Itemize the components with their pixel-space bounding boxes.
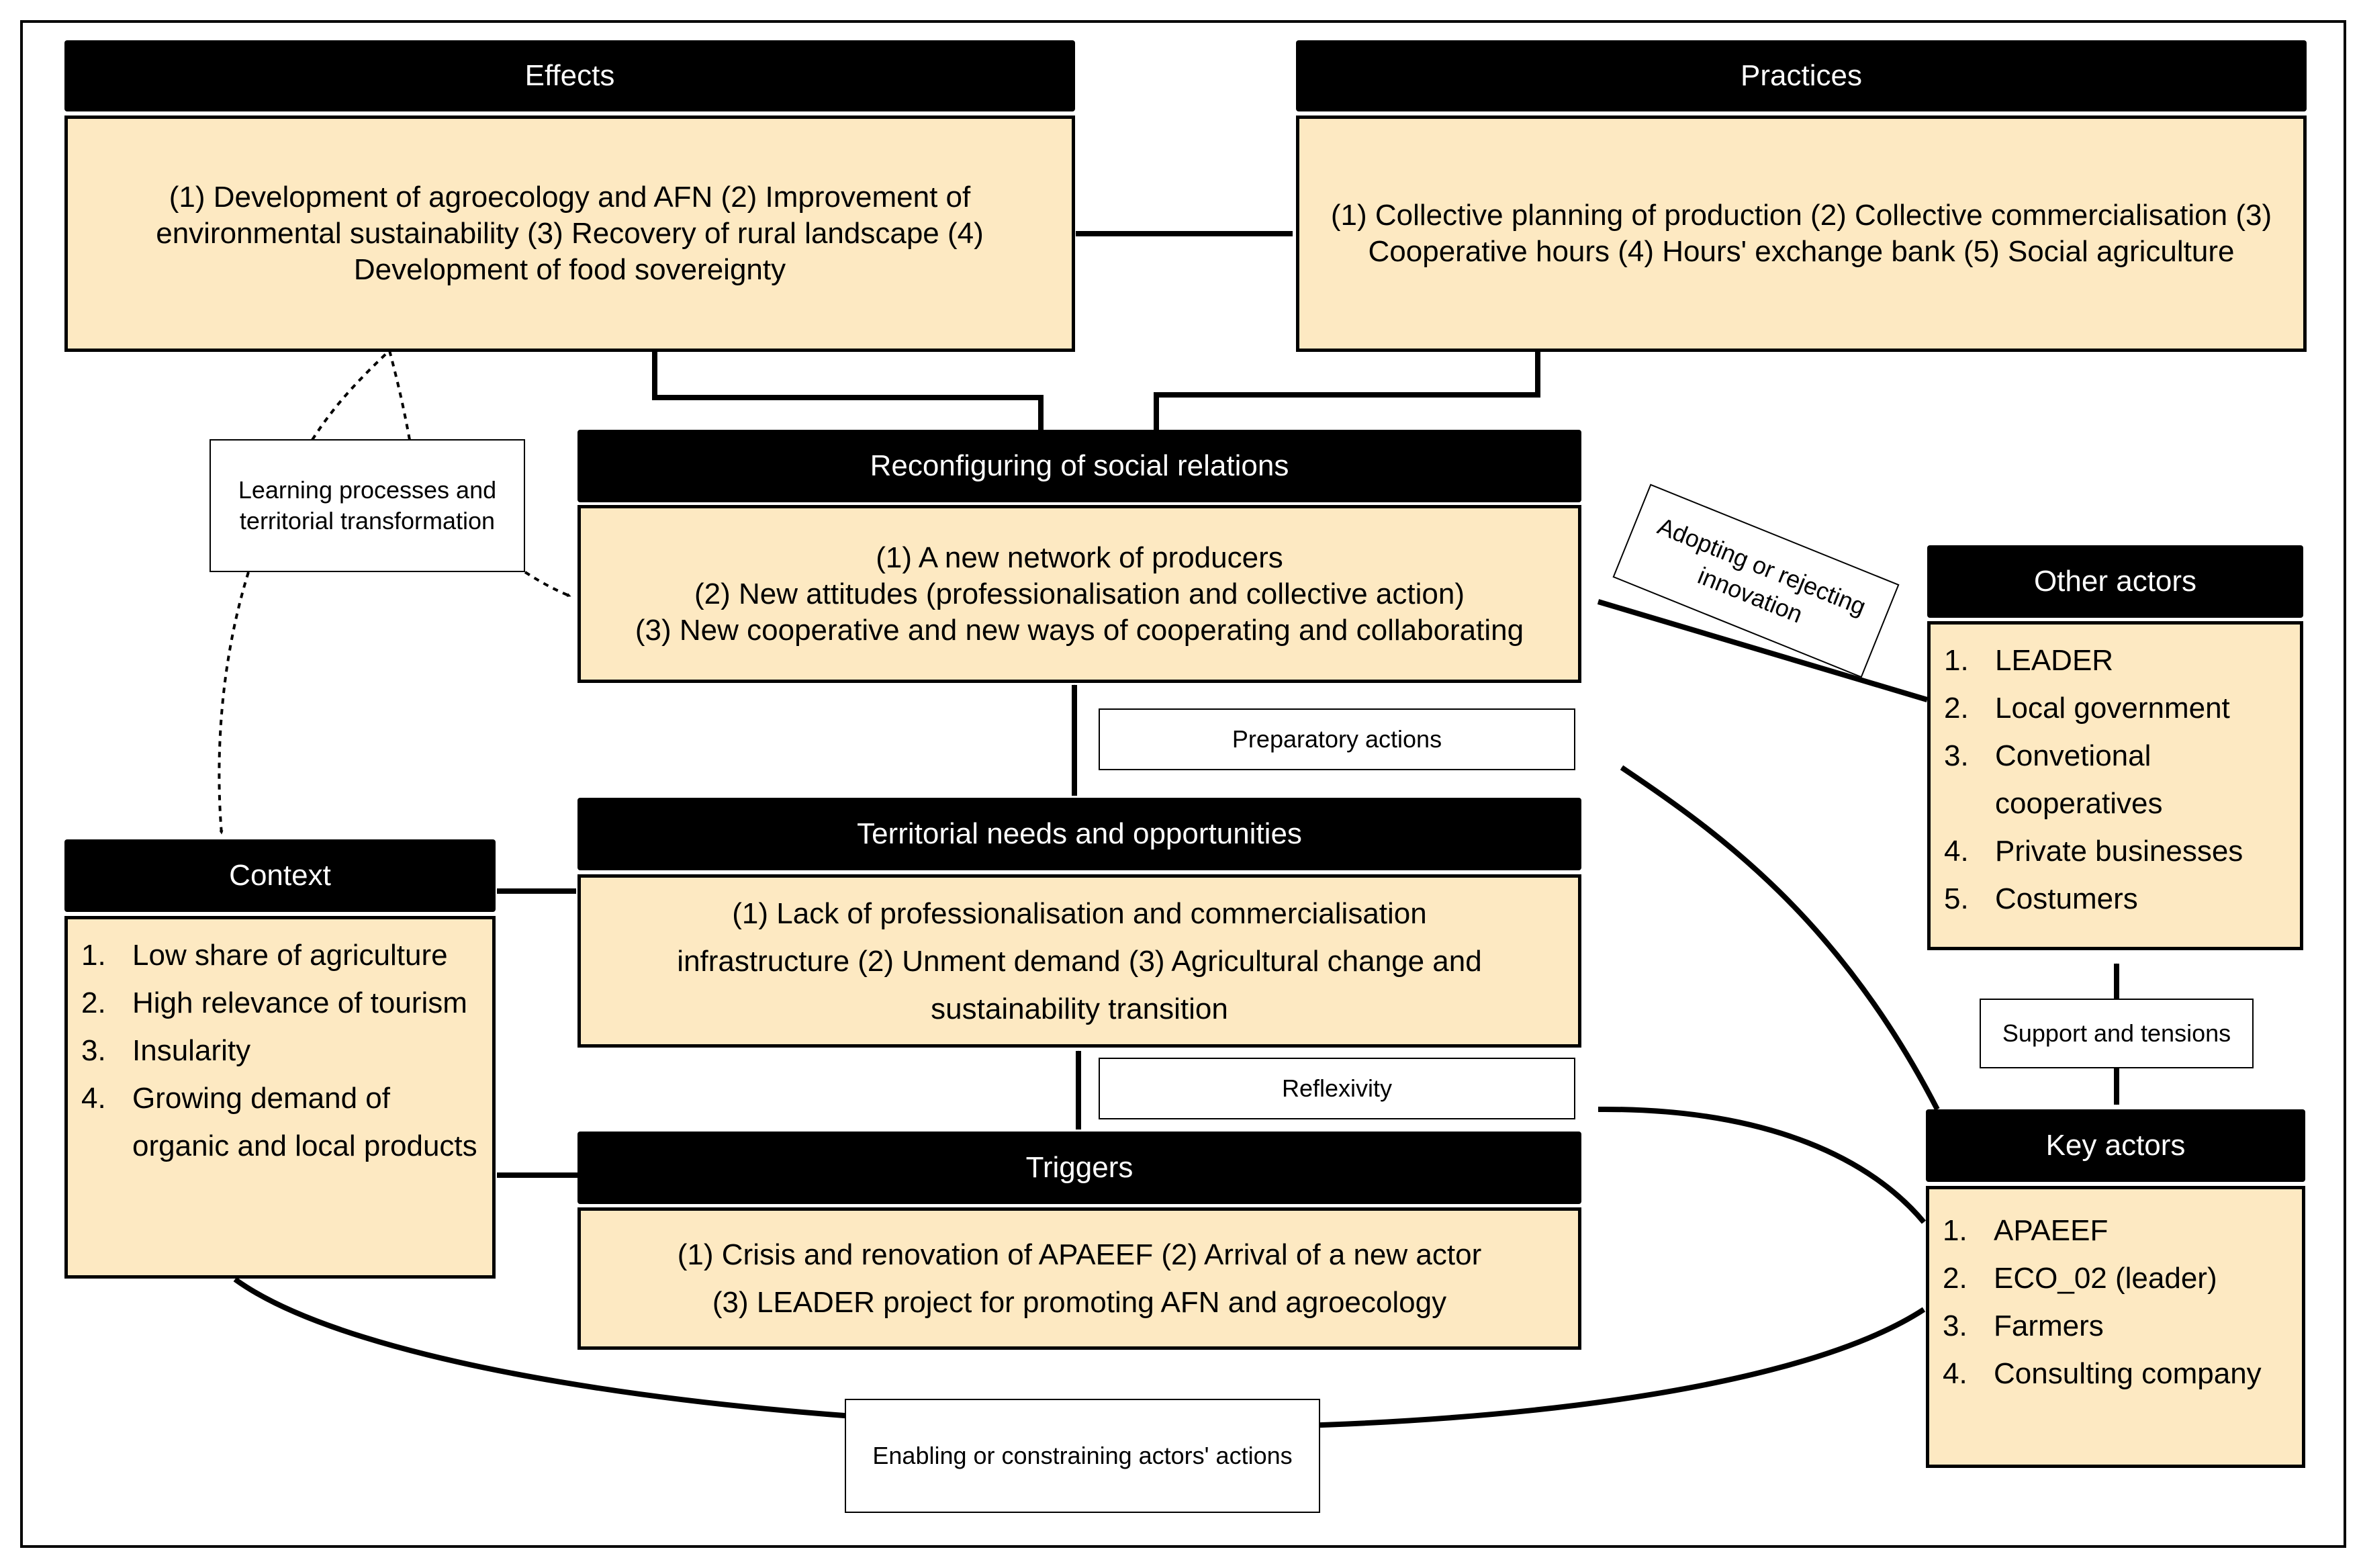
key-actors-title: Key actors [2045, 1129, 2186, 1162]
dotted-learning-to-reconfiguring [524, 571, 571, 598]
territorial-header: Territorial needs and opportunities [577, 798, 1581, 870]
reconfiguring-line: (2) New attitudes (professionalisation a… [694, 577, 1465, 610]
context-item: 3.Insularity [81, 1034, 251, 1067]
other-actor-item: 3.Convetional cooperatives [1944, 739, 2163, 820]
other-actors-header: Other actors [1927, 545, 2303, 618]
context-item: 2.High relevance of tourism [81, 986, 467, 1019]
reconfiguring-line: (1) A new network of producers [876, 541, 1283, 574]
arrow-key-actors-to-territorial [1620, 765, 1940, 1111]
key-actor-item: 1.APAEEF [1943, 1214, 2109, 1247]
other-actor-item: 5.Costumers [1944, 882, 2138, 915]
arrow-reconfiguring-to-effects [652, 349, 1044, 430]
key-actor-item: 3.Farmers [1943, 1309, 2104, 1342]
key-actors-box: 1.APAEEF 2.ECO_02 (leader) 3.Farmers 4.C… [1926, 1186, 2305, 1468]
effects-header: Effects [64, 40, 1075, 111]
territorial-title: Territorial needs and opportunities [857, 817, 1302, 850]
label-preparatory-actions: Preparatory actions [1099, 708, 1575, 770]
context-title: Context [229, 859, 331, 892]
practices-title: Practices [1741, 59, 1862, 92]
dotted-learning-to-effects-b [388, 350, 411, 441]
label-reflexivity: Reflexivity [1099, 1058, 1575, 1119]
reconfiguring-title: Reconfiguring of social relations [870, 449, 1289, 482]
dotted-learning-to-effects-a [311, 349, 391, 441]
practices-text: (1) Collective planning of production (2… [1330, 199, 2272, 268]
dotted-learning-to-context [218, 571, 250, 835]
context-item: 4.Growing demand of organic and local pr… [81, 1082, 477, 1162]
effects-title: Effects [524, 59, 615, 92]
practices-box: (1) Collective planning of production (2… [1296, 116, 2307, 352]
other-actor-item: 2.Local government [1944, 692, 2230, 725]
other-actors-box: 1.LEADER 2.Local government 3.Convetiona… [1927, 621, 2303, 950]
effects-box: (1) Development of agroecology and AFN (… [64, 116, 1075, 352]
territorial-box: (1) Lack of professionalisation and comm… [577, 874, 1581, 1048]
arrow-reconfiguring-to-practices [1154, 349, 1540, 430]
territorial-text: (1) Lack of professionalisation and comm… [677, 896, 1482, 1025]
arrow-other-actors-to-reconfiguring [1597, 599, 1929, 702]
effects-text: (1) Development of agroecology and AFN (… [156, 181, 984, 286]
key-actors-header: Key actors [1926, 1109, 2305, 1182]
reconfiguring-header: Reconfiguring of social relations [577, 430, 1581, 502]
other-actor-item: 1.LEADER [1944, 644, 2114, 677]
arrow-key-actors-triggers [1598, 1106, 1927, 1224]
key-actor-item: 2.ECO_02 (leader) [1943, 1262, 2217, 1295]
reconfiguring-line: (3) New cooperative and new ways of coop… [635, 613, 1524, 647]
reconfiguring-box: (1) A new network of producers (2) New a… [577, 505, 1581, 683]
context-item: 1.Low share of agriculture [81, 939, 448, 972]
other-actor-item: 4.Private businesses [1944, 835, 2243, 868]
practices-header: Practices [1296, 40, 2307, 111]
label-learning-processes: Learning processes and territorial trans… [210, 439, 525, 572]
key-actor-item: 4.Consulting company [1943, 1357, 2262, 1390]
context-box: 1.Low share of agriculture 2.High releva… [64, 916, 496, 1279]
triggers-header: Triggers [577, 1132, 1581, 1204]
context-header: Context [64, 839, 496, 912]
label-enabling-constraining: Enabling or constraining actors' actions [845, 1399, 1320, 1513]
triggers-line: (3) LEADER project for promoting AFN and… [712, 1286, 1447, 1319]
triggers-box: (1) Crisis and renovation of APAEEF (2) … [577, 1207, 1581, 1350]
triggers-title: Triggers [1025, 1151, 1133, 1184]
other-actors-title: Other actors [2033, 565, 2197, 598]
diagram-frame [20, 20, 2346, 1548]
label-support-tensions: Support and tensions [1980, 999, 2254, 1068]
triggers-line: (1) Crisis and renovation of APAEEF (2) … [677, 1238, 1482, 1271]
